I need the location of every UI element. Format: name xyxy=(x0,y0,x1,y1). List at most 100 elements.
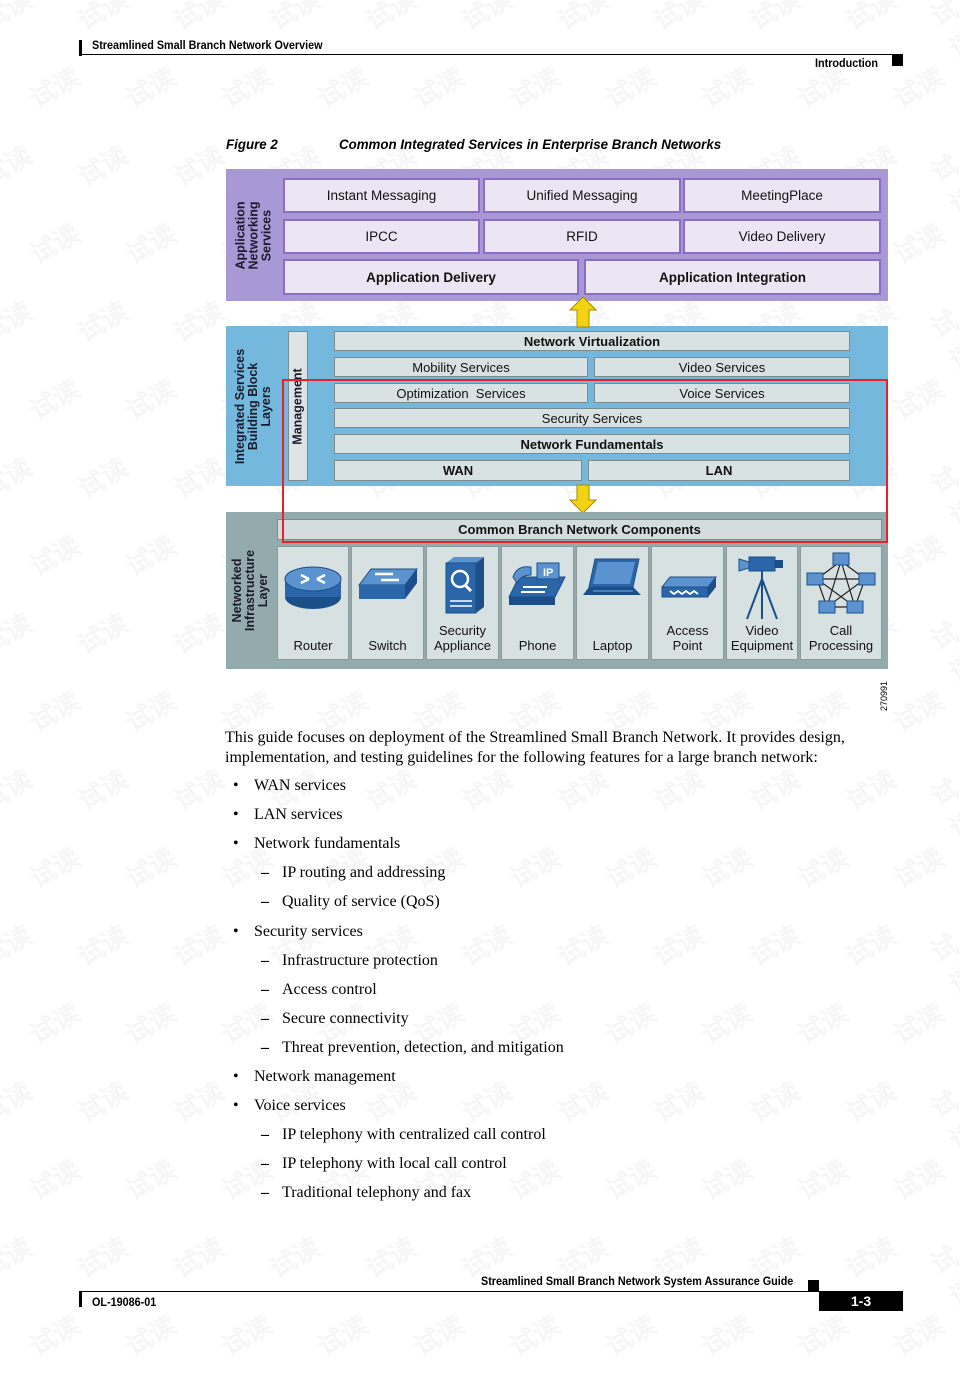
watermark-text: 试读 xyxy=(793,1310,854,1363)
video-camera-icon xyxy=(738,556,783,620)
management-column xyxy=(288,331,308,481)
footer-left-bar xyxy=(79,1291,82,1307)
voice-services-box: Voice Services xyxy=(594,383,850,403)
device-label: Access Point xyxy=(666,623,709,653)
sub-list-item: Traditional telephony and fax xyxy=(282,1184,472,1201)
watermark-text: 试读 xyxy=(841,0,902,37)
watermark-text: 试读 xyxy=(841,920,902,973)
watermark-text: 试读 xyxy=(121,998,182,1051)
watermark-text: 试读 xyxy=(0,140,38,193)
watermark-text: 试读 xyxy=(121,374,182,427)
list-item: Network fundamentals xyxy=(254,835,401,852)
footer-doc-number: OL-19086-01 xyxy=(92,1295,157,1309)
watermark-text: 试读 xyxy=(926,929,960,1001)
footer-page-number: 1-3 xyxy=(850,1293,872,1309)
device-label: Switch xyxy=(368,638,407,653)
watermark-text: 试读 xyxy=(889,842,950,895)
list-item: Network management xyxy=(254,1068,396,1085)
integrated-services-label: Integrated Services Building Block Layer… xyxy=(233,348,274,464)
sub-list-item: Secure connectivity xyxy=(282,1010,409,1027)
video-delivery-box: Video Delivery xyxy=(683,219,881,254)
watermark-text: 试读 xyxy=(793,842,854,895)
watermark-text: 试读 xyxy=(265,1232,326,1285)
watermark-text: 试读 xyxy=(169,140,230,193)
network-fundamentals-box: Network Fundamentals xyxy=(334,434,850,454)
watermark-text: 试读 xyxy=(121,1310,182,1363)
security-services-box: Security Services xyxy=(334,408,850,428)
watermark-text: 试读 xyxy=(0,608,38,661)
watermark-text: 试读 xyxy=(926,773,960,845)
sub-list-item: Access control xyxy=(282,981,377,998)
watermark-text: 试读 xyxy=(745,0,806,37)
watermark-text: 试读 xyxy=(0,920,38,973)
watermark-text: 试读 xyxy=(0,1076,38,1129)
access-point-icon xyxy=(660,576,717,598)
arrow-up-icon xyxy=(569,296,597,328)
device-label: Security Appliance xyxy=(433,623,492,653)
watermark-text: 试读 xyxy=(601,62,662,115)
watermark-text: 试读 xyxy=(926,461,960,533)
device-label: Phone xyxy=(518,638,557,653)
watermark-text: 试读 xyxy=(361,0,422,37)
svg-text:IP: IP xyxy=(543,567,553,579)
watermark-text: 试读 xyxy=(0,452,38,505)
watermark-text: 试读 xyxy=(553,1076,614,1129)
bullet-marker: • xyxy=(233,777,239,794)
watermark-text: 试读 xyxy=(73,452,134,505)
watermark-text: 试读 xyxy=(926,1085,960,1157)
watermark-text: 试读 xyxy=(553,920,614,973)
watermark-text: 试读 xyxy=(926,305,960,377)
watermark-text: 试读 xyxy=(505,1154,566,1207)
watermark-text: 试读 xyxy=(745,1076,806,1129)
watermark-text: 试读 xyxy=(601,842,662,895)
watermark-text: 试读 xyxy=(169,920,230,973)
watermark-text: 试读 xyxy=(265,0,326,37)
watermark-text: 试读 xyxy=(0,1232,38,1285)
watermark-text: 试读 xyxy=(25,374,86,427)
watermark-text: 试读 xyxy=(505,842,566,895)
dash-marker: – xyxy=(261,1010,269,1027)
watermark-text: 试读 xyxy=(889,530,950,583)
watermark-text: 试读 xyxy=(457,0,518,37)
sub-list-item: Infrastructure protection xyxy=(282,952,438,969)
watermark-text: 试读 xyxy=(601,1310,662,1363)
header-rule xyxy=(79,54,903,55)
application-delivery-box: Application Delivery xyxy=(283,259,579,295)
watermark-text: 试读 xyxy=(793,1154,854,1207)
footer-rule xyxy=(79,1291,903,1292)
watermark-text: 试读 xyxy=(793,998,854,1051)
switch-tile: Switch xyxy=(351,546,424,660)
bullet-marker: • xyxy=(233,806,239,823)
watermark-text: 试读 xyxy=(121,1154,182,1207)
header-chapter-title: Streamlined Small Branch Network Overvie… xyxy=(92,38,323,52)
wan-box: WAN xyxy=(334,460,582,481)
watermark-text: 试读 xyxy=(313,1310,374,1363)
footer-page-number-box xyxy=(819,1291,903,1311)
highlight-rectangle xyxy=(282,379,888,543)
watermark-text: 试读 xyxy=(649,0,710,37)
dash-marker: – xyxy=(261,1184,269,1201)
watermark-text: 试读 xyxy=(889,686,950,739)
video-equipment-tile: Video Equipment xyxy=(726,546,798,660)
mobility-services-box: Mobility Services xyxy=(334,357,588,377)
watermark-text: 试读 xyxy=(457,764,518,817)
common-branch-components-box: Common Branch Network Components xyxy=(277,519,882,540)
watermark-text: 试读 xyxy=(926,1241,960,1313)
optimization-services-box: Optimization Services xyxy=(334,383,588,403)
list-item: Security services xyxy=(254,923,363,940)
watermark-text: 试读 xyxy=(889,218,950,271)
watermark-text: 试读 xyxy=(601,1154,662,1207)
watermark-text: 试读 xyxy=(457,920,518,973)
bullet-marker: • xyxy=(233,1068,239,1085)
watermark-text: 试读 xyxy=(169,764,230,817)
lan-box: LAN xyxy=(588,460,850,481)
watermark-text: 试读 xyxy=(409,62,470,115)
watermark-text: 试读 xyxy=(313,62,374,115)
watermark-text: 试读 xyxy=(745,920,806,973)
watermark-text: 试读 xyxy=(73,920,134,973)
watermark-text: 试读 xyxy=(361,764,422,817)
watermark-text: 试读 xyxy=(121,686,182,739)
footer-guide-title: Streamlined Small Branch Network System … xyxy=(481,1274,794,1288)
dash-marker: – xyxy=(261,893,269,910)
watermark-text: 试读 xyxy=(745,764,806,817)
